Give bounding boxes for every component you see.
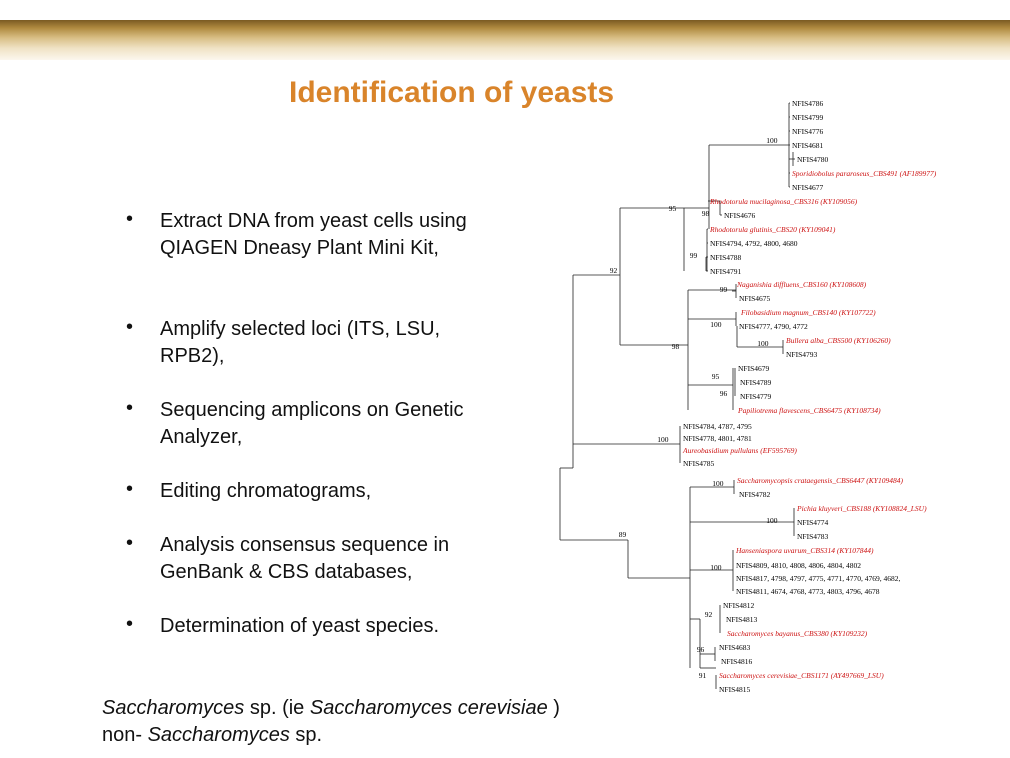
isolate-label: NFIS4784, 4787, 4795 [683, 422, 752, 431]
bootstrap-value: 99 [720, 285, 728, 294]
bootstrap-value: 96 [720, 389, 728, 398]
isolate-label: NFIS4778, 4801, 4781 [683, 434, 752, 443]
reference-taxon-label: Naganishia diffluens_CBS160 (KY108608) [736, 280, 867, 289]
isolate-label: NFIS4677 [792, 183, 824, 192]
isolate-label: NFIS4817, 4798, 4797, 4775, 4771, 4770, … [736, 574, 901, 583]
isolate-label: NFIS4779 [740, 392, 772, 401]
bullet-marker: • [126, 208, 134, 230]
isolate-label: NFIS4813 [726, 615, 758, 624]
isolate-label: NFIS4799 [792, 113, 824, 122]
reference-taxon-label: Pichia kluyveri_CBS188 (KY108824_LSU) [796, 504, 927, 513]
reference-taxon-label: Saccharomyces cerevisiae_CBS1171 (AY4976… [719, 671, 884, 680]
isolate-label: NFIS4812 [723, 601, 755, 610]
isolate-label: NFIS4676 [724, 211, 756, 220]
isolate-label: NFIS4788 [710, 253, 742, 262]
footer-italic: Saccharomyces [147, 724, 290, 746]
tree-branches [559, 102, 795, 689]
tree-bootstrap-labels: 1009598999299100100989596100100100891009… [610, 136, 778, 680]
footer-text: non- [102, 724, 148, 746]
reference-taxon-label: Bullera alba_CBS500 (KY106260) [786, 336, 891, 345]
isolate-label: NFIS4679 [738, 364, 770, 373]
reference-taxon-label: Saccharomycopsis crataegensis_CBS6447 (K… [737, 476, 903, 485]
bullet-marker: • [126, 532, 134, 554]
bullet-determination: Determination of yeast species. [160, 615, 440, 637]
isolate-label: NFIS4782 [739, 490, 771, 499]
bootstrap-value: 91 [699, 671, 707, 680]
reference-taxon-label: Filobasidium magnum_CBS140 (KY107722) [740, 308, 876, 317]
bootstrap-value: 95 [669, 204, 677, 213]
isolate-label: NFIS4786 [792, 99, 824, 108]
isolate-label: NFIS4780 [797, 155, 829, 164]
isolate-label: NFIS4783 [797, 532, 829, 541]
reference-taxon-label: Sporidiobolus pararoseus_CBS491 (AF18997… [792, 169, 937, 178]
footer-italic: Saccharomyces cerevisiae [309, 697, 548, 719]
bootstrap-value: 100 [766, 516, 778, 525]
isolate-label: NFIS4785 [683, 459, 715, 468]
reference-taxon-label: Rhodotorula mucilaginosa_CBS316 (KY10905… [709, 197, 858, 206]
isolate-label: NFIS4793 [786, 350, 818, 359]
bootstrap-value: 100 [766, 136, 778, 145]
isolate-label: NFIS4811, 4674, 4768, 4773, 4803, 4796, … [736, 587, 880, 596]
isolate-label: NFIS4776 [792, 127, 824, 136]
bullet-marker: • [126, 613, 134, 635]
bullet-editing: Editing chromatograms, [160, 480, 372, 502]
reference-taxon-label: Aureobasidium pullulans (EF595769) [682, 446, 797, 455]
isolate-label: NFIS4816 [721, 657, 753, 666]
bootstrap-value: 96 [697, 645, 705, 654]
reference-taxon-label: Papiliotrema flavescens_CBS6475 (KY10873… [737, 406, 881, 415]
footer-line-1: Saccharomyces sp. (ie Saccharomyces cere… [102, 697, 560, 720]
isolate-label: NFIS4815 [719, 685, 751, 694]
footer-line-2: non- Saccharomyces sp. [102, 724, 322, 747]
bootstrap-value: 89 [619, 530, 627, 539]
footer-text: sp. [289, 724, 323, 746]
reference-taxon-label: Rhodotorula glutinis_CBS20 (KY109041) [709, 225, 836, 234]
bullet-analysis: Analysis consensus sequence in GenBank &… [160, 534, 450, 583]
bootstrap-value: 92 [705, 610, 713, 619]
bootstrap-value: 98 [702, 209, 710, 218]
bootstrap-value: 92 [610, 266, 618, 275]
bootstrap-value: 100 [657, 435, 669, 444]
isolate-label: NFIS4777, 4790, 4772 [739, 322, 808, 331]
bullet-sequencing: Sequencing amplicons on Genetic Analyzer… [160, 399, 464, 448]
isolate-label: NFIS4675 [739, 294, 771, 303]
bootstrap-value: 95 [712, 372, 720, 381]
footer-italic: Saccharomyces [102, 697, 245, 719]
bootstrap-value: 100 [757, 339, 769, 348]
footer-text: sp. (ie [244, 697, 310, 719]
bootstrap-value: 100 [710, 320, 722, 329]
isolate-label: NFIS4794, 4792, 4800, 4680 [710, 239, 798, 248]
isolate-label: NFIS4774 [797, 518, 829, 527]
bullet-amplify-loci: Amplify selected loci (ITS, LSU, RPB2), [160, 318, 441, 367]
header-band [0, 20, 1010, 60]
bullet-marker: • [126, 478, 134, 500]
footer-text: ) [547, 697, 560, 719]
isolate-label: NFIS4791 [710, 267, 742, 276]
isolate-label: NFIS4683 [719, 643, 751, 652]
bullet-extract-dna: Extract DNA from yeast cells using QIAGE… [160, 210, 467, 259]
tree-leaf-labels: NFIS4786NFIS4799NFIS4776NFIS4681NFIS4780… [682, 99, 937, 694]
bullet-marker: • [126, 316, 134, 338]
isolate-label: NFIS4681 [792, 141, 824, 150]
reference-taxon-label: Saccharomyces bayanus_CBS380 (KY109232) [727, 629, 868, 638]
isolate-label: NFIS4789 [740, 378, 772, 387]
reference-taxon-label: Hanseniaspora uvarum_CBS314 (KY107844) [735, 546, 874, 555]
bootstrap-value: 99 [690, 251, 698, 260]
bootstrap-value: 100 [710, 563, 722, 572]
bullet-marker: • [126, 397, 134, 419]
isolate-label: NFIS4809, 4810, 4808, 4806, 4804, 4802 [736, 561, 861, 570]
slide-title: Identification of yeasts [289, 76, 615, 109]
bootstrap-value: 100 [712, 479, 724, 488]
bootstrap-value: 98 [672, 342, 680, 351]
